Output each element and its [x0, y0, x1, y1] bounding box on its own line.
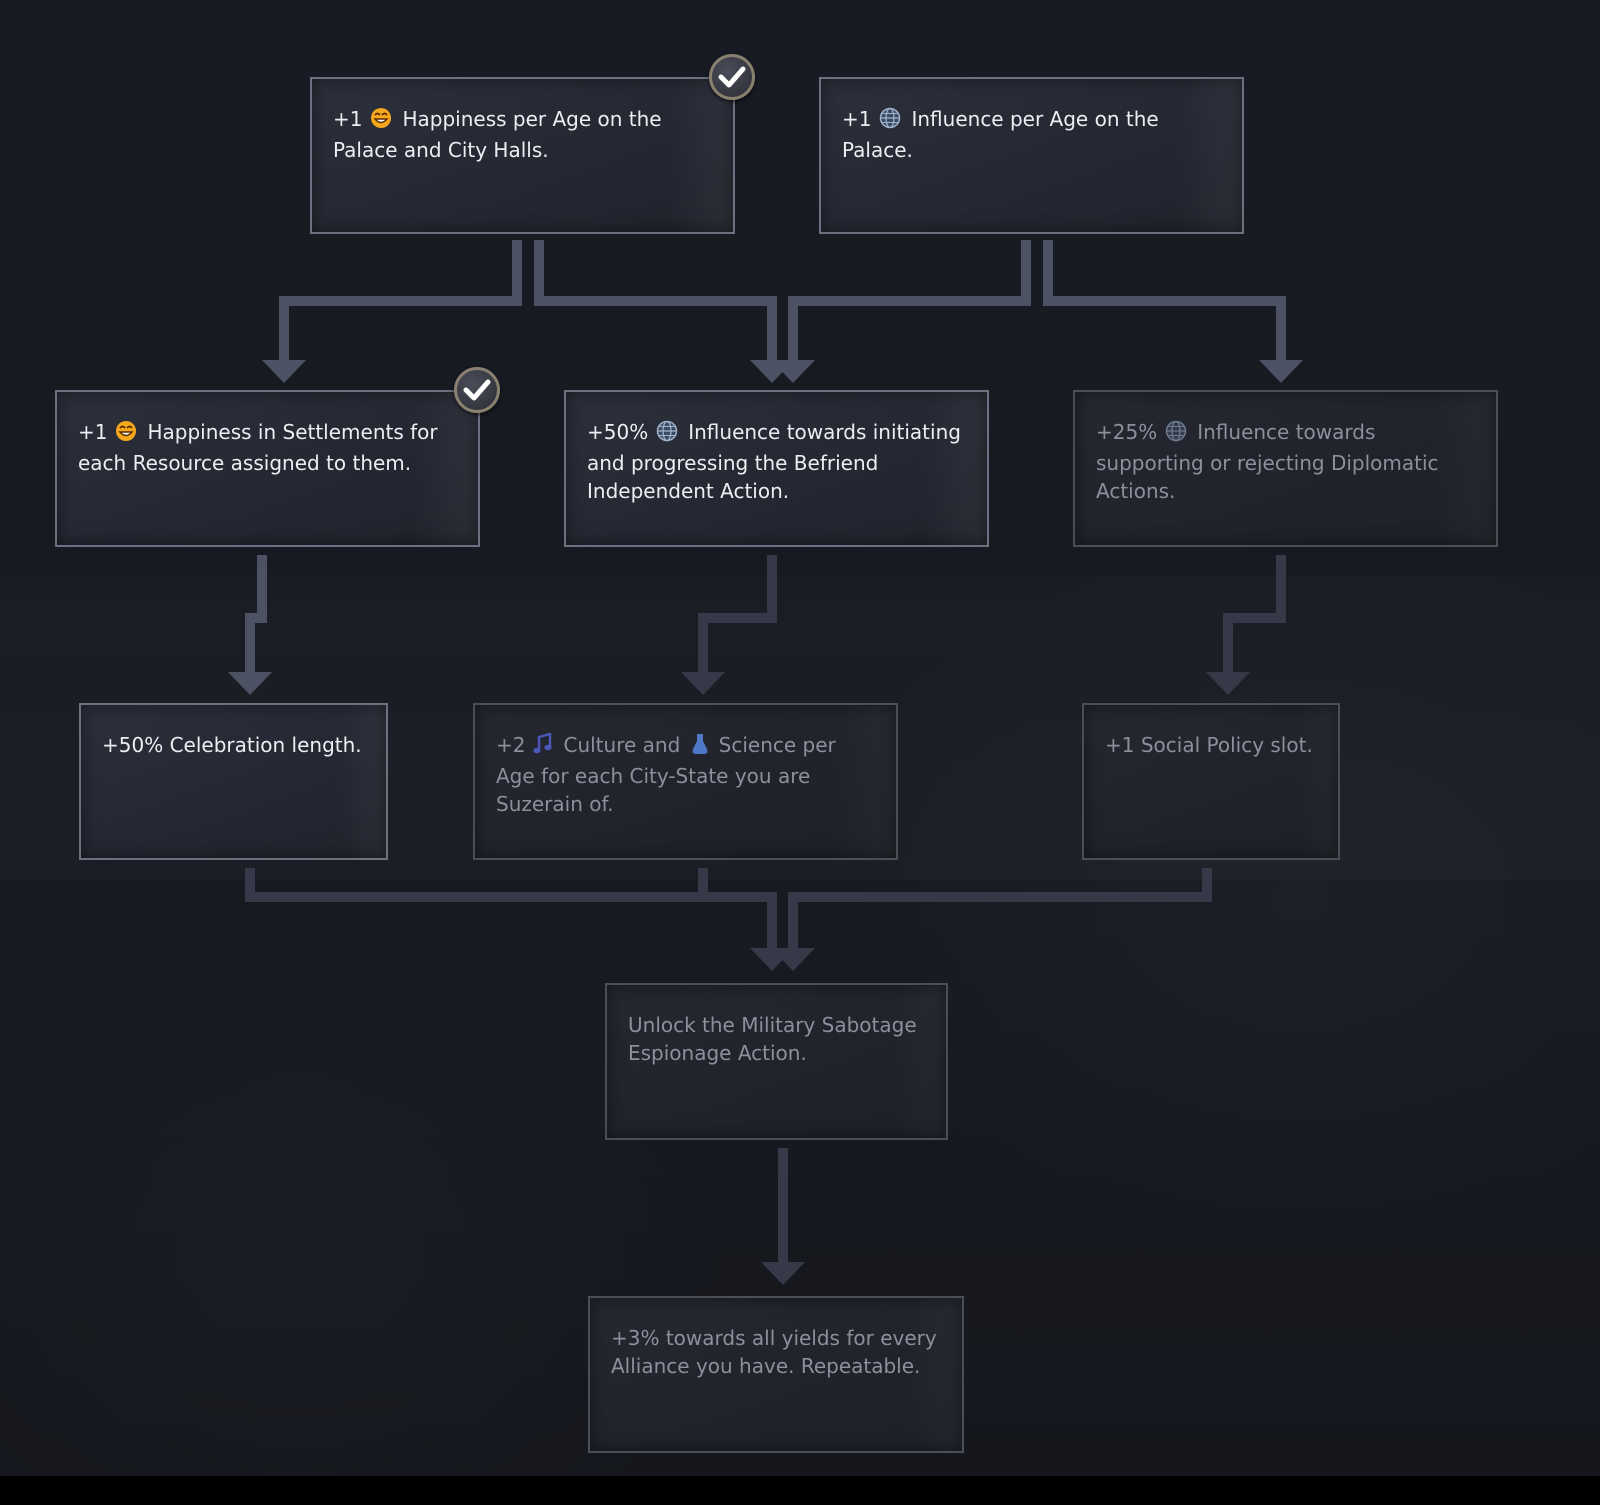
node-military-sabotage[interactable]: Unlock the Military Sabotage Espionage A…: [605, 983, 948, 1140]
influence-icon: [879, 107, 901, 136]
completed-check-icon: [454, 367, 500, 413]
connector-n2-n4: [788, 240, 1031, 360]
arrowhead-n4-n7: [681, 672, 725, 695]
node-social-policy-slot[interactable]: +1 Social Policy slot.: [1082, 703, 1340, 860]
completed-check-icon: [709, 54, 755, 100]
influence-icon: [1165, 420, 1187, 449]
arrowhead-n5-n8: [1206, 672, 1250, 695]
node-prefix: +25%: [1096, 420, 1158, 444]
arrowhead-n2-n5: [1259, 360, 1303, 383]
node-influence-diplomatic[interactable]: +25%Influence towards supporting or reje…: [1073, 390, 1498, 547]
connector-n1-n3: [279, 240, 522, 360]
node-prefix: +1: [842, 107, 872, 131]
node-description: +1 Social Policy slot.: [1105, 733, 1313, 757]
node-description: Unlock the Military Sabotage Espionage A…: [628, 1013, 917, 1065]
node-prefix: +1: [333, 107, 363, 131]
happiness-icon: [115, 420, 137, 449]
node-description-a: Culture and: [563, 733, 681, 757]
connector-n2-n5: [1043, 240, 1286, 360]
arrowhead-n2-n4: [771, 360, 815, 383]
science-icon: [691, 733, 709, 762]
node-celebration-length[interactable]: +50% Celebration length.: [79, 703, 388, 860]
node-influence-befriend[interactable]: +50%Influence towards initiating and pro…: [564, 390, 989, 547]
connector-n5-n8: [1223, 555, 1286, 672]
happiness-icon: [370, 107, 392, 136]
node-prefix: +50%: [587, 420, 649, 444]
bottom-bar: [0, 1476, 1600, 1505]
arrowhead-n1-n3: [262, 360, 306, 383]
arrowhead-n3-n6: [228, 672, 272, 695]
node-description-b: Science per Age for each City-State you …: [496, 733, 836, 816]
connector-n4-n7: [698, 555, 777, 672]
node-culture-science-suzerain[interactable]: +2 Culture and Science per Age for each C…: [473, 703, 898, 860]
arrowhead-n8-n9: [771, 948, 815, 971]
node-prefix: +2: [496, 733, 526, 757]
node-description: Happiness per Age on the Palace and City…: [333, 107, 662, 162]
node-description: Influence per Age on the Palace.: [842, 107, 1159, 162]
node-description: +3% towards all yields for every Allianc…: [611, 1326, 937, 1378]
node-description: Influence towards supporting or rejectin…: [1096, 420, 1439, 503]
arrowhead-n9-n10: [761, 1262, 805, 1285]
node-prefix: +1: [78, 420, 108, 444]
connector-n3-n6: [245, 555, 267, 672]
culture-icon: [533, 732, 553, 762]
connector-n8-n9: [788, 868, 1212, 948]
node-alliance-yields[interactable]: +3% towards all yields for every Allianc…: [588, 1296, 964, 1453]
node-description: +50% Celebration length.: [102, 733, 362, 757]
connector-n1-n4: [534, 240, 777, 360]
connector-n6-n9: [245, 868, 777, 948]
node-description: Happiness in Settlements for each Resour…: [78, 420, 438, 475]
node-description: Influence towards initiating and progres…: [587, 420, 961, 503]
influence-icon: [656, 420, 678, 449]
